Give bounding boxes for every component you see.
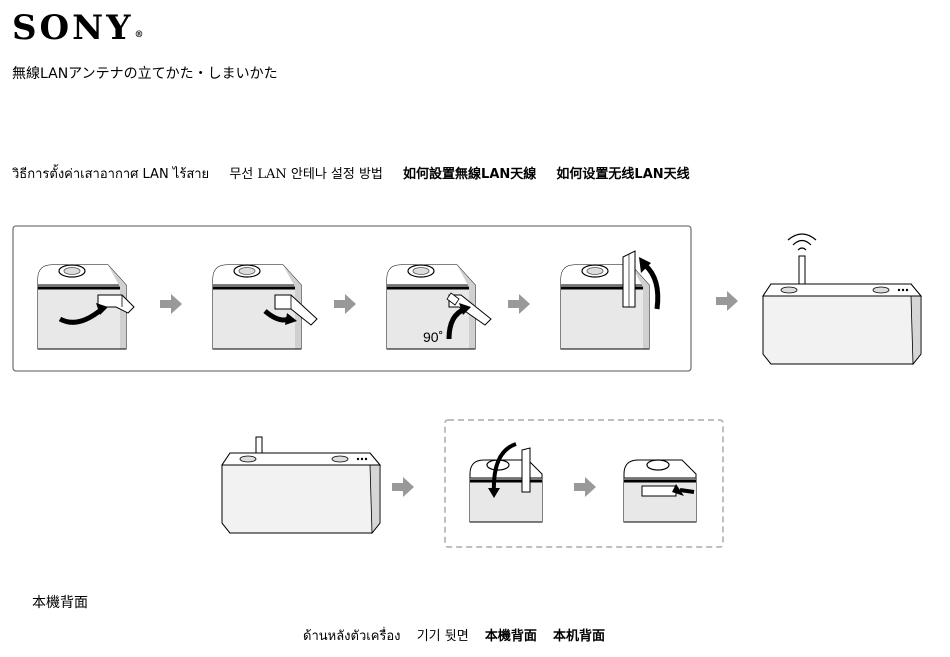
speaker-antenna-up [763,256,921,364]
arrow-right-icon [392,477,414,497]
back-label: 本機背面 [32,594,88,612]
wifi-icon [788,234,816,250]
back-label-zh-tw: 本機背面 [485,629,537,644]
back-label-korean: 기기 뒷면 [417,629,469,644]
arrow-right-icon [574,477,596,497]
back-label-zh-cn: 本机背面 [553,629,605,644]
step-1-antenna-stowed [38,265,134,349]
arrow-right-icon [716,291,738,311]
step-4-antenna-upright [561,251,658,349]
stow-step-2 [624,460,696,522]
speaker-antenna-up-back [222,437,380,533]
stow-step-1 [470,444,542,522]
back-label-thai: ด้านหลังตัวเครื่อง [303,629,401,644]
arrow-right-icon [160,294,182,314]
step-2-antenna-pulled [213,265,317,349]
back-label-languages: ด้านหลังตัวเครื่อง 기기 뒷면 本機背面 本机背面 [303,628,617,646]
arrow-right-icon [508,294,530,314]
angle-label: 90˚ [423,329,443,345]
arrow-right-icon [334,294,356,314]
